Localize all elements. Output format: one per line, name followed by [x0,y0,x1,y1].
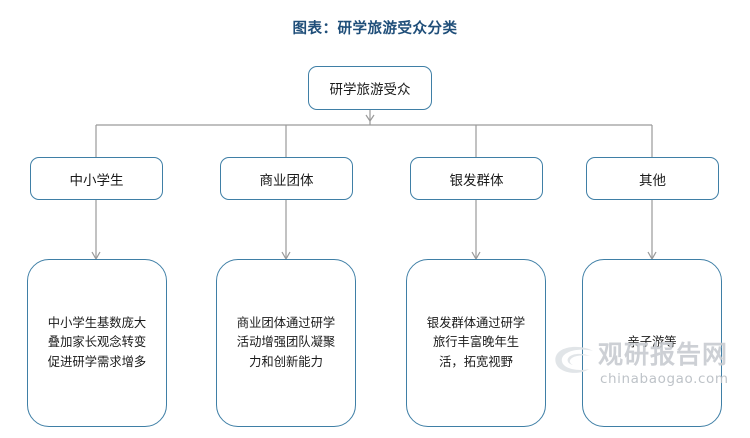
node-category-4: 其他 [586,157,719,200]
node-category-1: 中小学生 [30,157,163,200]
node-root: 研学旅游受众 [308,66,432,110]
node-description-1-text: 中小学生基数庞大叠加家长观念转变促进研学需求增多 [47,316,147,369]
node-category-2-label: 商业团体 [259,172,314,189]
node-category-3: 银发群体 [410,157,543,200]
node-description-4: 亲子游等 [582,259,722,427]
node-category-2: 商业团体 [220,157,353,200]
node-description-4-text: 亲子游等 [627,335,677,350]
node-description-3: 银发群体通过研学旅行丰富晚年生活，拓宽视野 [406,259,546,427]
node-category-1-label: 中小学生 [69,172,124,189]
node-root-label: 研学旅游受众 [329,82,411,98]
node-description-2: 商业团体通过研学活动增强团队凝聚力和创新能力 [216,259,356,427]
page-title: 图表：研学旅游受众分类 [292,21,458,37]
node-category-3-label: 银发群体 [449,172,504,189]
node-description-3-text: 银发群体通过研学旅行丰富晚年生活，拓宽视野 [426,316,526,369]
node-description-1: 中小学生基数庞大叠加家长观念转变促进研学需求增多 [27,259,167,427]
node-category-4-label: 其他 [639,172,666,189]
node-description-2-text: 商业团体通过研学活动增强团队凝聚力和创新能力 [236,316,336,369]
